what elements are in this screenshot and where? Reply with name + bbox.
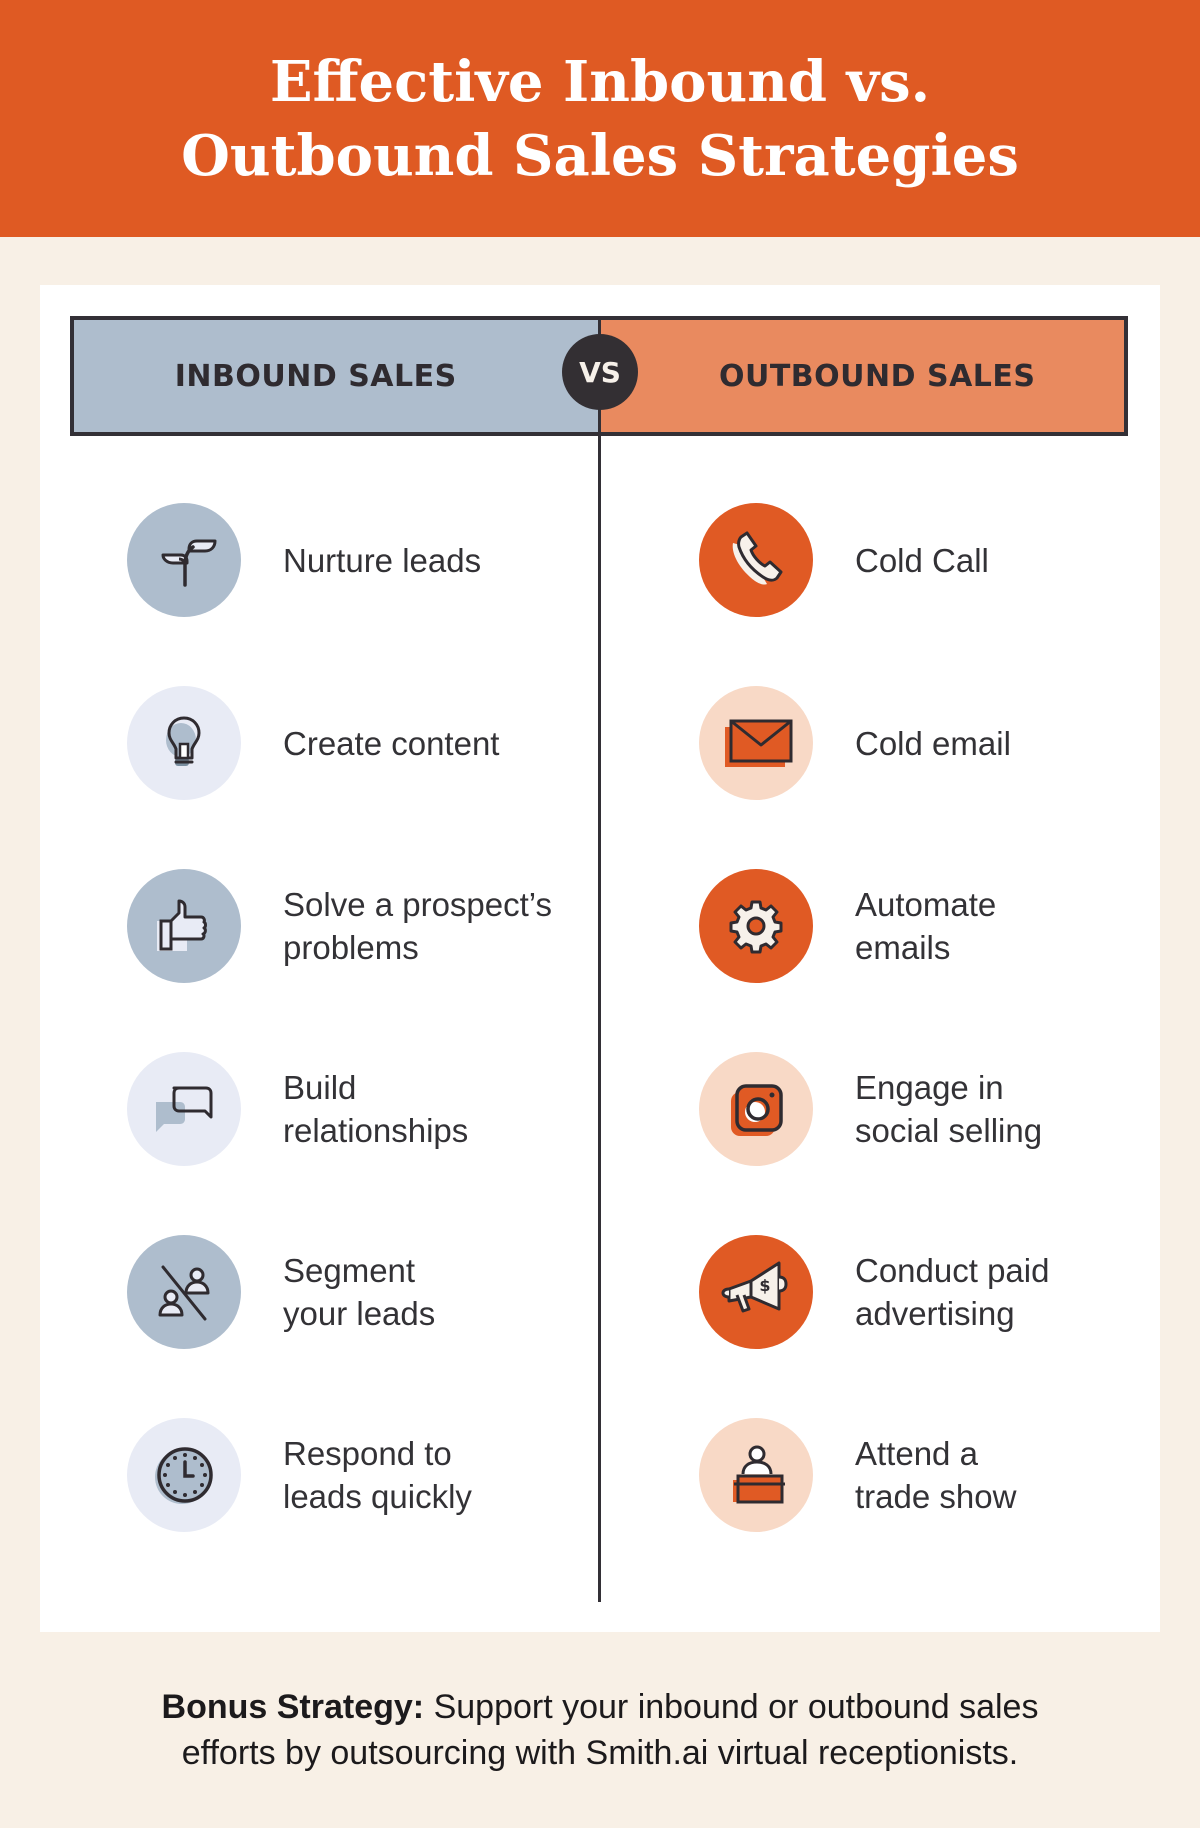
inbound-sales-label: INBOUND SALES — [174, 358, 457, 394]
bonus-strategy: Bonus Strategy: Support your inbound or … — [0, 1684, 1200, 1776]
inbound-item-label: Respond to leads quickly — [283, 1435, 472, 1515]
inbound-item-solve-problems: Solve a prospect’s problems — [127, 866, 552, 986]
outbound-item-label: Automate emails — [855, 886, 997, 966]
inbound-item-build-relationships: Build relationships — [127, 1049, 468, 1169]
outbound-item-label: Cold email — [855, 724, 1011, 762]
vs-badge: VS — [562, 334, 638, 410]
outbound-item-automate-emails: Automate emails — [699, 866, 996, 986]
inbound-item-label: Segment your leads — [283, 1252, 436, 1332]
outbound-item-paid-advertising: $ Conduct paid advertising — [699, 1232, 1049, 1352]
outbound-item-trade-show: Attend a trade show — [699, 1415, 1016, 1535]
gear-icon — [699, 869, 813, 983]
inbound-item-label: Nurture leads — [283, 541, 482, 579]
outbound-item-cold-email: Cold email — [699, 683, 1011, 803]
outbound-item-label: Conduct paid advertising — [855, 1252, 1050, 1332]
outbound-sales-header: OUTBOUND SALES — [597, 320, 1124, 432]
column-divider — [598, 436, 601, 1602]
inbound-item-create-content: Create content — [127, 683, 499, 803]
vs-label: VS — [579, 355, 621, 389]
inbound-sales-header: INBOUND SALES — [74, 320, 598, 432]
chat-bubbles-icon — [127, 1052, 241, 1166]
phone-icon — [699, 503, 813, 617]
thumbs-up-icon — [127, 869, 241, 983]
instagram-icon — [699, 1052, 813, 1166]
segment-users-icon — [127, 1235, 241, 1349]
page-title-line-2: Outbound Sales Strategies — [181, 122, 1019, 189]
comparison-header: INBOUND SALES OUTBOUND SALES — [70, 316, 1128, 436]
inbound-item-label: Solve a prospect’s problems — [283, 886, 553, 966]
sprout-icon — [127, 503, 241, 617]
outbound-item-label: Cold Call — [855, 541, 989, 579]
megaphone-dollar-icon: $ — [699, 1235, 813, 1349]
outbound-item-label: Attend a trade show — [855, 1435, 1017, 1515]
envelope-icon — [699, 686, 813, 800]
outbound-sales-label: OUTBOUND SALES — [718, 358, 1036, 394]
svg-text:$: $ — [759, 1276, 770, 1295]
inbound-item-segment-leads: Segment your leads — [127, 1232, 435, 1352]
bonus-strategy-heading: Bonus Strategy: — [161, 1688, 425, 1726]
bonus-strategy-text-1: Support your inbound or outbound sales — [424, 1688, 1039, 1726]
podium-speaker-icon — [699, 1418, 813, 1532]
inbound-item-respond-quickly: Respond to leads quickly — [127, 1415, 472, 1535]
outbound-item-cold-call: Cold Call — [699, 500, 989, 620]
inbound-item-nurture-leads: Nurture leads — [127, 500, 481, 620]
page-title-line-1: Effective Inbound vs. — [269, 48, 931, 115]
inbound-item-label: Create content — [283, 724, 500, 762]
outbound-item-label: Engage in social selling — [855, 1069, 1043, 1149]
outbound-item-social-selling: Engage in social selling — [699, 1049, 1042, 1169]
clock-icon — [127, 1418, 241, 1532]
title-banner: Effective Inbound vs. Outbound Sales Str… — [0, 0, 1200, 237]
inbound-item-label: Build relationships — [283, 1069, 469, 1149]
bonus-strategy-text-2: efforts by outsourcing with Smith.ai vir… — [181, 1734, 1019, 1772]
lightbulb-icon — [127, 686, 241, 800]
